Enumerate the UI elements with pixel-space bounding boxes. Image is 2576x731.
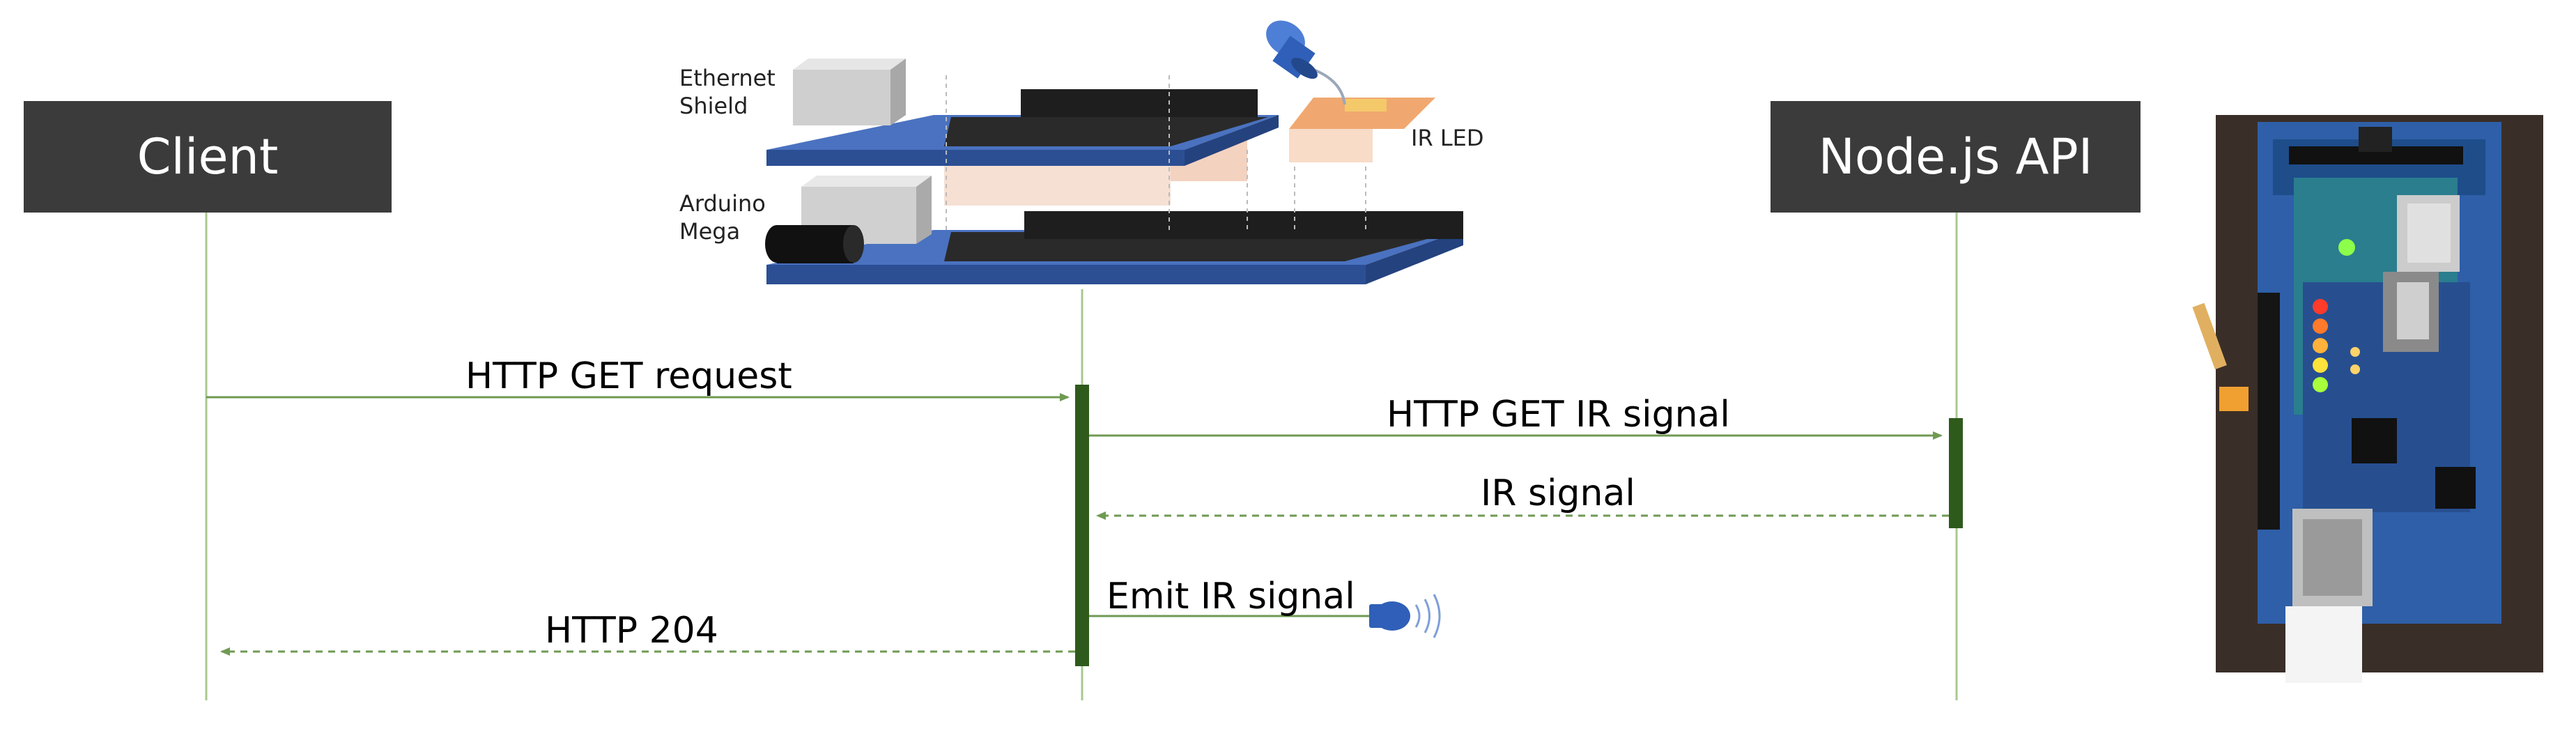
- arduino-activation: [1075, 385, 1089, 666]
- ir-led-bulb-icon: [1266, 20, 1318, 79]
- api-participant-label: Node.js API: [1818, 128, 2093, 185]
- led-emit-icon: [1369, 594, 1441, 638]
- ir-led-module: [1289, 98, 1435, 129]
- message-label-http-get-ir-signal: HTTP GET IR signal: [1387, 394, 1730, 436]
- message-label-ir-signal: IR signal: [1481, 472, 1635, 514]
- device-photo: [2192, 105, 2549, 683]
- hardware-illustration: [765, 20, 1463, 284]
- client-participant-label: Client: [137, 128, 279, 185]
- ir-led-label: IR LED: [1411, 125, 1484, 151]
- message-label-http-get-request: HTTP GET request: [465, 355, 792, 397]
- message-label-emit-ir-signal: Emit IR signal: [1106, 576, 1355, 617]
- api-participant-box: Node.js API: [1771, 101, 2141, 213]
- arduino-mega-label: Arduino Mega: [679, 190, 766, 245]
- ethernet-shield-label: Ethernet Shield: [679, 65, 776, 119]
- api-activation: [1949, 418, 1963, 528]
- client-participant-box: Client: [24, 101, 392, 213]
- message-label-http-204: HTTP 204: [545, 610, 718, 652]
